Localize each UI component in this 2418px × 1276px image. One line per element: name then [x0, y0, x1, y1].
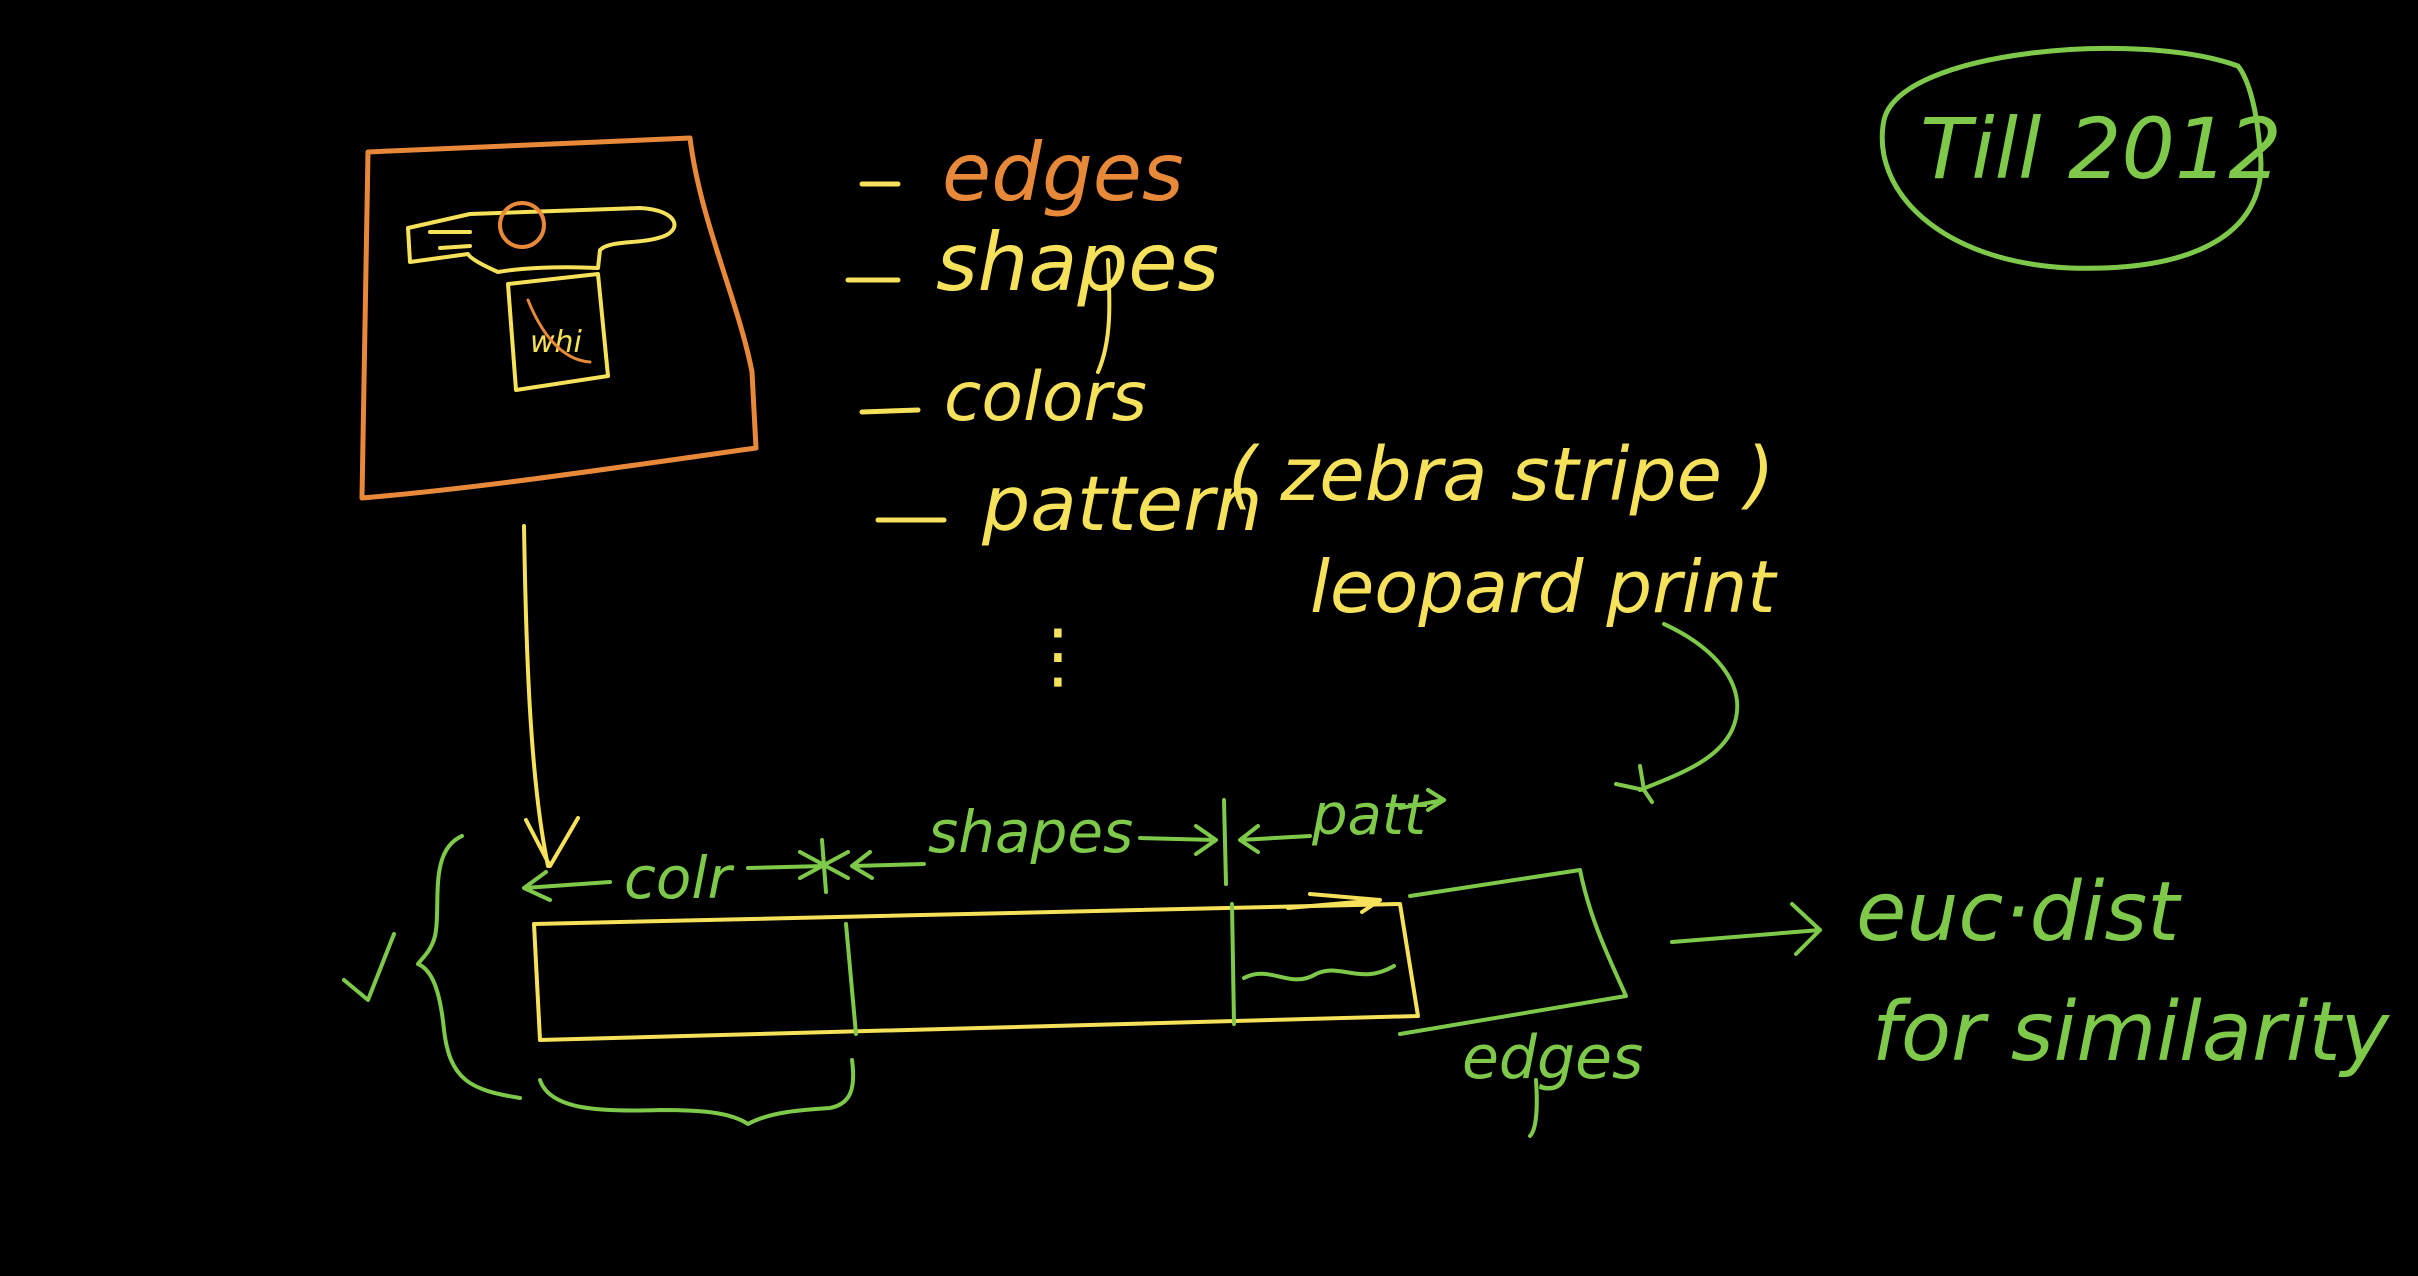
- pattern-squiggle: [1242, 964, 1396, 982]
- pattern-arrow-left: [1238, 824, 1312, 854]
- shirt-outline: [406, 206, 677, 274]
- bullet-dash-3: [859, 407, 921, 415]
- feature-continuation: ⋮: [1022, 613, 1094, 697]
- badge-text: Till 2012: [1920, 100, 2282, 198]
- pattern-example-leopard: leopard print: [1310, 545, 1778, 629]
- colour-arrow-left: [522, 870, 612, 902]
- shirt-pocket: [506, 272, 610, 392]
- bottom-brace: [538, 1058, 856, 1126]
- left-brace: [416, 834, 522, 1100]
- image-sketch: whi: [359, 135, 759, 501]
- edges-box: [1398, 868, 1628, 1036]
- date-badge: Till 2012: [1879, 45, 2282, 271]
- feature-shapes: shapes: [936, 216, 1219, 309]
- vector-box: [532, 902, 1420, 1042]
- shirt-pocket-label: whi: [530, 325, 583, 360]
- label-colour: colr: [624, 844, 734, 912]
- shirt-pocket-orange-mark: [526, 298, 592, 364]
- label-pattern: patt: [1311, 783, 1428, 848]
- vector-arrow-over-box: [1286, 892, 1382, 914]
- shirt-collar-line: [428, 230, 472, 250]
- down-arrow-head: [524, 816, 580, 868]
- colour-arrow-right: [746, 864, 826, 870]
- output-line-1: euc·dist: [1856, 865, 2182, 960]
- left-brace-check: [342, 932, 396, 1002]
- curved-arrow-head: [1614, 764, 1654, 804]
- pattern-to-vector-arrow: [1614, 622, 1740, 804]
- feature-vector: colr shapes patt edges: [342, 783, 1643, 1138]
- similarity-output: euc·dist for similarity: [1670, 865, 2391, 1080]
- segment-divider-tick: [1222, 798, 1228, 886]
- feature-colors: colors: [944, 358, 1147, 437]
- badge-ellipse: [1879, 45, 2264, 271]
- output-arrow: [1670, 902, 1822, 956]
- vector-divider-2: [1230, 902, 1236, 1026]
- image-to-vector-arrow: [522, 524, 580, 868]
- label-shapes: shapes: [928, 798, 1133, 866]
- pattern-example-zebra: ( zebra stripe ): [1228, 432, 1774, 518]
- shapes-p-tail: [1096, 258, 1112, 374]
- output-line-2: for similarity: [1872, 985, 2391, 1080]
- label-edges: edges: [1462, 1023, 1643, 1093]
- vector-divider-1: [844, 922, 858, 1036]
- segment-star-marker: [798, 838, 850, 894]
- pattern-arrow-right: [1398, 788, 1446, 812]
- shapes-arrow-left: [850, 850, 926, 880]
- feature-list: edges shapes colors pattern ( zebra stri…: [845, 126, 1778, 697]
- shapes-arrow-right: [1138, 824, 1218, 856]
- shirt-button-orange: [498, 201, 546, 249]
- down-arrow-line: [522, 524, 550, 868]
- feature-edges: edges: [942, 126, 1184, 219]
- edges-tail: [1528, 1078, 1539, 1138]
- curved-arrow-line: [1638, 622, 1740, 792]
- image-frame: [359, 135, 759, 501]
- feature-pattern: pattern: [981, 459, 1263, 548]
